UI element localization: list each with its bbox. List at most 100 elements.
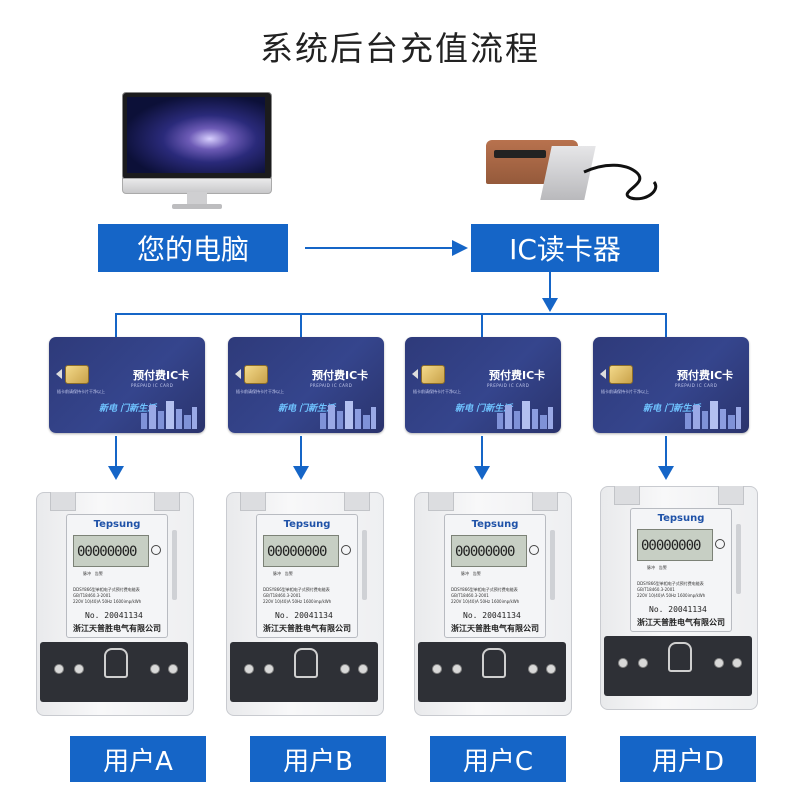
meter-lcd: 00000000 bbox=[451, 535, 527, 567]
meter-spec: 220V 10(40)A 50Hz 1600imp/kWh bbox=[73, 599, 142, 604]
card-note: 插卡前请保持卡片干净以上 bbox=[601, 389, 649, 394]
branch-b bbox=[300, 313, 302, 337]
meter-reading: 00000000 bbox=[641, 538, 701, 554]
seal-hook-icon bbox=[668, 642, 692, 672]
ic-card-a: 预付费IC卡 PREPAID IC CARD 插卡前请保持卡片干净以上 新电 门… bbox=[49, 337, 205, 433]
branch-a bbox=[115, 313, 117, 337]
meter-maker: 浙江天普胜电气有限公司 bbox=[73, 624, 161, 633]
ic-card-b: 预付费IC卡 PREPAID IC CARD 插卡前请保持卡片干净以上 新电 门… bbox=[228, 337, 384, 433]
meter-reading: 00000000 bbox=[455, 544, 515, 560]
electric-meter-d: Tepsung 00000000 脉冲 告警 DDSY866型单相电子式预付费电… bbox=[600, 486, 758, 710]
led-alarm-label: 告警 bbox=[658, 565, 667, 570]
serial-prefix: No. bbox=[275, 611, 290, 620]
meter-model: DDSY866型单相电子式预付费电能表 bbox=[263, 587, 330, 592]
electric-meter-a: Tepsung 00000000 脉冲 告警 DDSY866型单相电子式预付费电… bbox=[36, 492, 194, 716]
chip-icon bbox=[65, 365, 89, 384]
card-slot bbox=[172, 530, 177, 600]
meter-indicator-icon bbox=[529, 545, 539, 555]
meter-model: DDSY866型单相电子式预付费电能表 bbox=[73, 587, 140, 592]
card-title: 预付费IC卡 bbox=[677, 369, 734, 382]
meter-model: DDSY866型单相电子式预付费电能表 bbox=[451, 587, 518, 592]
meter-serial: 20041134 bbox=[482, 611, 521, 620]
electric-meter-c: Tepsung 00000000 脉冲 告警 DDSY866型单相电子式预付费电… bbox=[414, 492, 572, 716]
meter-maker: 浙江天普胜电气有限公司 bbox=[451, 624, 539, 633]
seal-hook-icon bbox=[104, 648, 128, 678]
meter-indicator-icon bbox=[341, 545, 351, 555]
insert-arrow-icon bbox=[412, 369, 418, 379]
arrow-c-head bbox=[474, 466, 490, 480]
meter-lcd: 00000000 bbox=[73, 535, 149, 567]
chip-icon bbox=[244, 365, 268, 384]
pc-to-reader-arrowhead bbox=[452, 240, 468, 256]
user-label-a: 用户A bbox=[70, 736, 206, 782]
meter-lcd: 00000000 bbox=[637, 529, 713, 561]
meter-maker: 浙江天普胜电气有限公司 bbox=[637, 618, 725, 627]
meter-spec: 220V 10(40)A 50Hz 1600imp/kWh bbox=[451, 599, 520, 604]
card-title: 预付费IC卡 bbox=[312, 369, 369, 382]
city-skyline-icon bbox=[141, 401, 197, 429]
electric-meter-b: Tepsung 00000000 脉冲 告警 DDSY866型单相电子式预付费电… bbox=[226, 492, 384, 716]
meter-spec: 220V 10(40)A 50Hz 1600imp/kWh bbox=[637, 593, 706, 598]
ic-card-d: 预付费IC卡 PREPAID IC CARD 插卡前请保持卡片干净以上 新电 门… bbox=[593, 337, 749, 433]
meter-indicator-icon bbox=[715, 539, 725, 549]
meter-brand: Tepsung bbox=[93, 519, 141, 530]
serial-prefix: No. bbox=[85, 611, 100, 620]
led-alarm-label: 告警 bbox=[94, 571, 103, 576]
card-note: 插卡前请保持卡片干净以上 bbox=[236, 389, 284, 394]
card-subtitle: PREPAID IC CARD bbox=[310, 383, 353, 388]
card-subtitle: PREPAID IC CARD bbox=[131, 383, 174, 388]
arrow-d-head bbox=[658, 466, 674, 480]
card-slogan: 新电 门新生活 bbox=[278, 404, 336, 414]
chip-icon bbox=[421, 365, 445, 384]
card-slot bbox=[550, 530, 555, 600]
card-note: 插卡前请保持卡片干净以上 bbox=[413, 389, 461, 394]
card-subtitle: PREPAID IC CARD bbox=[675, 383, 718, 388]
page-title: 系统后台充值流程 bbox=[260, 29, 540, 68]
meter-standard: GB/T18460.3-2001 bbox=[637, 587, 675, 592]
user-label-d: 用户D bbox=[620, 736, 756, 782]
led-pulse-label: 脉冲 bbox=[273, 571, 281, 576]
reader-down-line bbox=[549, 272, 551, 300]
terminal-block bbox=[604, 636, 752, 696]
arrow-b-line bbox=[300, 436, 302, 470]
meter-standard: GB/T18460.3-2001 bbox=[263, 593, 301, 598]
terminal-block bbox=[418, 642, 566, 702]
card-subtitle: PREPAID IC CARD bbox=[487, 383, 530, 388]
computer-illustration bbox=[122, 92, 272, 212]
card-slot bbox=[736, 524, 741, 594]
ic-reader-illustration bbox=[486, 132, 666, 212]
chip-icon bbox=[609, 365, 633, 384]
meter-serial: 20041134 bbox=[104, 611, 143, 620]
card-slogan: 新电 门新生活 bbox=[99, 404, 157, 414]
led-alarm-label: 告警 bbox=[472, 571, 481, 576]
meter-reading: 00000000 bbox=[77, 544, 137, 560]
seal-hook-icon bbox=[294, 648, 318, 678]
meter-spec: 220V 10(40)A 50Hz 1600imp/kWh bbox=[263, 599, 332, 604]
card-slogan: 新电 门新生活 bbox=[455, 404, 513, 414]
reader-label: IC读卡器 bbox=[471, 224, 659, 272]
insert-arrow-icon bbox=[56, 369, 62, 379]
led-pulse-label: 脉冲 bbox=[647, 565, 655, 570]
meter-serial: 20041134 bbox=[668, 605, 707, 614]
pc-to-reader-line bbox=[305, 247, 455, 249]
distribution-bar bbox=[115, 313, 667, 315]
branch-c bbox=[481, 313, 483, 337]
terminal-block bbox=[230, 642, 378, 702]
ic-card-c: 预付费IC卡 PREPAID IC CARD 插卡前请保持卡片干净以上 新电 门… bbox=[405, 337, 561, 433]
meter-brand: Tepsung bbox=[657, 513, 705, 524]
city-skyline-icon bbox=[320, 401, 376, 429]
led-pulse-label: 脉冲 bbox=[83, 571, 91, 576]
arrow-a-head bbox=[108, 466, 124, 480]
insert-arrow-icon bbox=[600, 369, 606, 379]
card-slogan: 新电 门新生活 bbox=[643, 404, 701, 414]
meter-standard: GB/T18460.3-2001 bbox=[73, 593, 111, 598]
terminal-block bbox=[40, 642, 188, 702]
led-alarm-label: 告警 bbox=[284, 571, 293, 576]
user-label-c: 用户C bbox=[430, 736, 566, 782]
meter-maker: 浙江天普胜电气有限公司 bbox=[263, 624, 351, 633]
serial-prefix: No. bbox=[463, 611, 478, 620]
arrow-b-head bbox=[293, 466, 309, 480]
meter-standard: GB/T18460.3-2001 bbox=[451, 593, 489, 598]
user-label-b: 用户B bbox=[250, 736, 386, 782]
seal-hook-icon bbox=[482, 648, 506, 678]
